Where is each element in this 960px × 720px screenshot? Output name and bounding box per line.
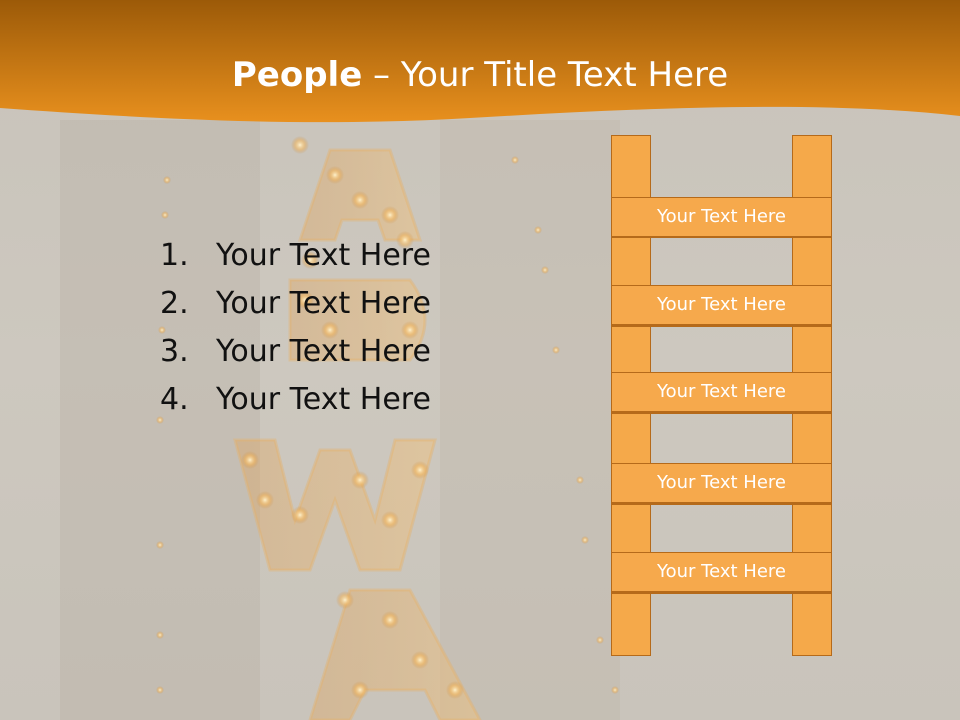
- ladder-rung-divider: [611, 325, 832, 327]
- ladder-diagram: Your Text Here Your Text Here Your Text …: [611, 135, 834, 658]
- list-item: 2. Your Text Here: [160, 280, 540, 328]
- numbered-list: 1. Your Text Here 2. Your Text Here 3. Your…: [160, 232, 540, 424]
- list-number: 3.: [160, 334, 189, 369]
- list-item: 4. Your Text Here: [160, 376, 540, 424]
- list-text: Your Text Here: [216, 382, 431, 417]
- rung-label: Your Text Here: [657, 472, 786, 493]
- ladder-rung-3: Your Text Here: [611, 372, 832, 412]
- rung-label: Your Text Here: [657, 561, 786, 582]
- list-number: 4.: [160, 382, 189, 417]
- list-item: 3. Your Text Here: [160, 328, 540, 376]
- rung-label: Your Text Here: [657, 206, 786, 227]
- slide-title: People – Your Title Text Here: [0, 52, 960, 98]
- list-item: 1. Your Text Here: [160, 232, 540, 280]
- list-text: Your Text Here: [216, 334, 431, 369]
- rung-label: Your Text Here: [657, 381, 786, 402]
- header-band: [0, 0, 960, 123]
- title-bold: People: [231, 55, 363, 95]
- ladder-rung-2: Your Text Here: [611, 285, 832, 325]
- list-number: 1.: [160, 238, 189, 273]
- ladder-rung-divider: [611, 236, 832, 238]
- title-rest: – Your Title Text Here: [362, 55, 729, 95]
- ladder-rung-divider: [611, 503, 832, 505]
- list-text: Your Text Here: [216, 286, 431, 321]
- rung-label: Your Text Here: [657, 294, 786, 315]
- ladder-rung-divider: [611, 412, 832, 414]
- list-text: Your Text Here: [216, 238, 431, 273]
- ladder-rung-5: Your Text Here: [611, 552, 832, 592]
- ladder-rung-1: Your Text Here: [611, 197, 832, 237]
- ladder-rung-divider: [611, 592, 832, 594]
- ladder-rung-4: Your Text Here: [611, 463, 832, 503]
- list-number: 2.: [160, 286, 189, 321]
